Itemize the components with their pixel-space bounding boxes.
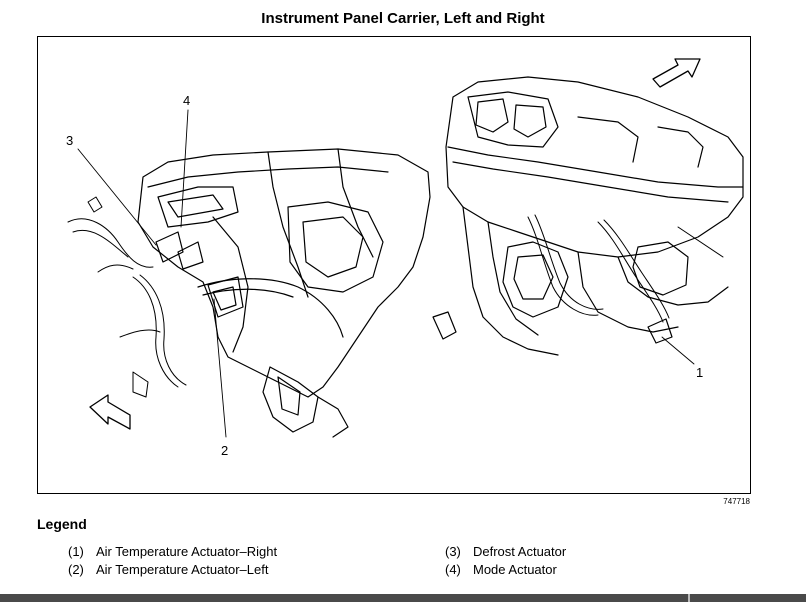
callout-1: 1 [696, 365, 703, 380]
diagram-illustration: 4 3 2 1 [66, 58, 744, 458]
legend-heading: Legend [37, 516, 87, 532]
legend-item: (2) Air Temperature Actuator–Left [68, 561, 277, 579]
leader-line-4 [180, 109, 189, 228]
diagram-frame: 4 3 2 1 [37, 36, 751, 494]
legend-item-number: (2) [68, 562, 84, 577]
legend-item-label: Defrost Actuator [473, 544, 567, 559]
right-wiring-harness [527, 214, 724, 323]
legend-item: (3) Defrost Actuator [445, 543, 566, 561]
page-title: Instrument Panel Carrier, Left and Right [261, 10, 545, 27]
actuator-4-shape [177, 241, 204, 270]
callout-leaders [77, 109, 695, 438]
callout-3: 3 [66, 133, 73, 148]
legend-item-label: Air Temperature Actuator–Right [96, 544, 278, 559]
legend-column-left: (1) Air Temperature Actuator–Right (2) Air… [68, 543, 277, 579]
bottom-bar [0, 594, 806, 602]
legend-item-number: (3) [445, 544, 461, 559]
callout-2: 2 [221, 443, 228, 458]
legend-item-number: (1) [68, 544, 84, 559]
leader-line-1 [661, 336, 695, 365]
leader-line-2 [213, 298, 227, 438]
actuator-3-shape [155, 231, 184, 263]
right-panel-carrier [432, 76, 744, 356]
legend-item: (4) Mode Actuator [445, 561, 566, 579]
direction-arrow-left [89, 394, 131, 430]
bottom-bar-notch [688, 594, 690, 602]
left-hvac-module [137, 148, 431, 438]
leader-line-3 [77, 148, 157, 246]
legend-item-label: Air Temperature Actuator–Left [96, 562, 269, 577]
actuator-1-shape [647, 318, 673, 344]
callout-4: 4 [183, 93, 190, 108]
figure-id: 747718 [723, 497, 750, 506]
legend-item-label: Mode Actuator [473, 562, 557, 577]
direction-arrow-right [652, 58, 701, 88]
left-wiring-harness [67, 196, 187, 398]
legend-column-right: (3) Defrost Actuator (4) Mode Actuator [445, 543, 566, 579]
legend-item-number: (4) [445, 562, 461, 577]
legend-item: (1) Air Temperature Actuator–Right [68, 543, 277, 561]
